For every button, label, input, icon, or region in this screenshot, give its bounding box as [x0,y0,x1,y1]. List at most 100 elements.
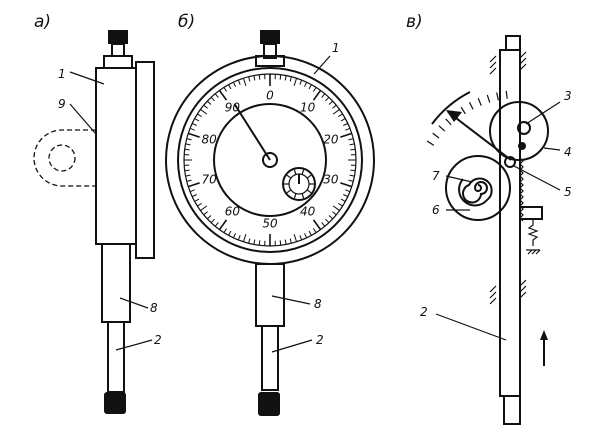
indicator-pointer [233,103,271,161]
scale-tick [293,234,298,242]
scale-tick [185,143,191,146]
scale-tick [308,230,312,236]
scale-tick [312,219,322,231]
scale-tick [223,228,228,233]
scale-tick [214,222,219,227]
label-b-1: 1 [332,41,340,55]
gear-3 [489,101,549,161]
scale-tick [345,189,351,193]
label-c-3: 3 [564,89,572,103]
scale-tick [332,104,337,109]
scale-tick [191,194,197,198]
scale-tick [194,118,200,122]
label-c-7: 7 [432,169,440,183]
label-a-9: 9 [58,97,66,111]
label-c-2: 2 [420,305,428,319]
scale-tick [279,74,282,80]
scale-tick [206,215,212,220]
scale-tick [332,205,340,211]
scale-tick [343,194,349,198]
scale-tick [345,127,351,131]
scale-tick [189,189,195,193]
scale-tick [184,148,190,151]
label-b-8: 8 [314,297,322,311]
bezel-inner [177,67,363,253]
rack-spindle [489,35,527,425]
scale-number: 40 [300,204,316,218]
scale-tick [325,218,330,224]
scale-tick [232,81,236,87]
sleeve-b [255,263,285,327]
scale-tick [258,74,261,80]
scale-tick [340,118,346,122]
scale-tick [194,198,200,202]
scale-tick [350,169,356,172]
panel-c-mechanism: в) [406,12,572,425]
panel-c-label: в) [406,12,423,32]
scale-tick [350,148,356,151]
label-a-1: 1 [58,67,66,81]
scale-tick [348,138,354,141]
tip-b [258,392,280,416]
scale-tick [253,75,256,81]
scale-tick [187,132,200,138]
scale-number: 0 [266,89,274,103]
scale-number: 60 [225,204,241,218]
scale-tick [332,109,340,115]
scale-tick [328,215,334,220]
scale-tick [242,234,247,242]
label-c-4: 4 [564,145,572,159]
scale-tick [210,218,215,224]
sleeve-a [101,243,131,323]
label-a-2: 2 [154,333,162,347]
scale-tick [340,182,353,188]
motion-arrow [540,330,548,366]
label-a-8: 8 [150,301,158,315]
spindle-a [107,321,125,393]
label-c-6: 6 [432,203,440,217]
scale-tick [258,240,261,246]
scale-tick [284,239,287,245]
scale-tick [348,179,354,182]
dial-center-ring [213,103,327,217]
spring-stop [519,206,543,255]
scale-tick [340,198,346,202]
scale-tick [189,127,195,131]
scale-tick [197,113,202,118]
scale-tick [343,122,349,126]
scale-tick [191,122,197,126]
scale-tick [214,93,219,98]
scale-tick [279,240,282,246]
scale-tick [248,76,251,82]
scale-tick [321,222,326,227]
scale-tick [248,238,251,244]
spindle-b [261,325,279,391]
pinion-5 [504,156,516,168]
scale-tick [200,109,208,115]
dial-edge-a [135,61,155,259]
panel-a-side-view: а) 1 9 8 2 [33,12,162,414]
scale-tick [253,239,256,245]
pointer-arrow [446,110,512,161]
scale-tick [304,81,308,87]
scale-tick [210,96,215,102]
scale-tick [349,174,355,177]
scale-number: 20 [323,133,339,147]
gear-6 [445,155,511,221]
scale-tick [185,174,191,177]
cap-knob-a [103,30,133,69]
scale-tick [349,143,355,146]
scale-tick [184,169,190,172]
scale-number: 90 [225,101,241,115]
scale-tick [218,89,228,101]
scale-arc [426,90,508,146]
panel-b-label: б) [178,12,195,32]
scale-tick [186,179,192,182]
scale-number: 70 [201,172,217,186]
scale-tick [289,76,292,82]
scale-tick [325,96,330,102]
scale-tick [237,235,241,241]
revolution-counter [282,167,316,201]
